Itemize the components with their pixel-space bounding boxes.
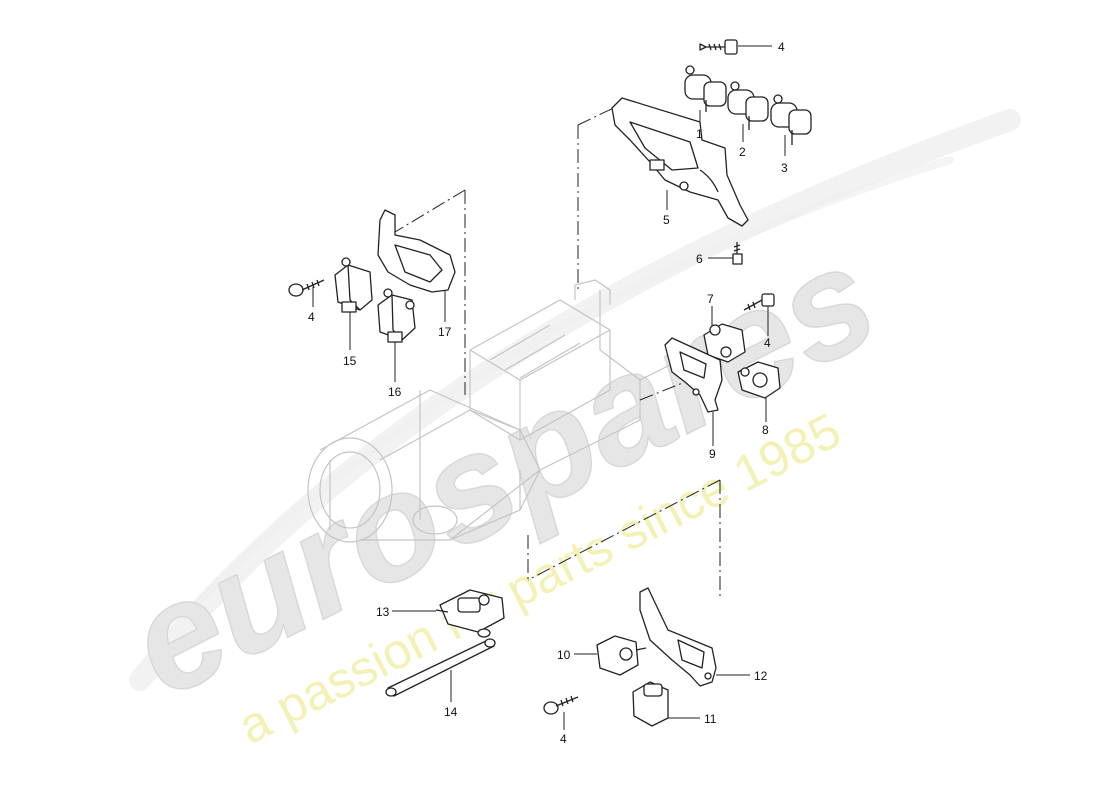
- leader-lines: [312, 45, 786, 730]
- actuator-13: [435, 589, 505, 638]
- callout-8: 8: [762, 423, 769, 437]
- screw-top: [699, 39, 738, 55]
- callout-13: 13: [376, 605, 390, 619]
- parts: [288, 39, 812, 727]
- callout-4-right: 4: [764, 336, 771, 350]
- callout-3: 3: [781, 161, 788, 175]
- callout-17: 17: [438, 325, 452, 339]
- callout-1: 1: [696, 127, 703, 141]
- heater-housing-outline: [307, 279, 701, 543]
- actuator-2: [727, 81, 769, 130]
- bracket-12: [639, 587, 717, 687]
- callout-9: 9: [709, 447, 716, 461]
- screw-6: [732, 242, 743, 265]
- callout-11: 11: [704, 712, 717, 726]
- callout-2: 2: [739, 145, 746, 159]
- actuator-11: [632, 681, 669, 727]
- callout-4-bottom: 4: [560, 732, 567, 746]
- actuator-8: [737, 361, 781, 399]
- rod-14: [385, 638, 496, 697]
- callout-4-left: 4: [308, 310, 315, 324]
- actuator-10: [596, 635, 647, 676]
- callouts: 4 1 2 3 5 6 4 15 16 17 7 4 8 9 13 14 10 …: [308, 40, 788, 746]
- assembly-lines: [389, 99, 721, 600]
- bracket-5: [611, 97, 749, 227]
- callout-6: 6: [696, 252, 703, 266]
- callout-16: 16: [388, 385, 402, 399]
- actuator-16: [377, 288, 416, 343]
- callout-15: 15: [343, 354, 357, 368]
- actuator-1: [684, 65, 727, 112]
- actuator-15: [334, 257, 373, 313]
- screw-bottom: [543, 695, 579, 715]
- callout-12: 12: [754, 669, 768, 683]
- screw-left: [288, 279, 325, 297]
- bracket-17: [377, 209, 456, 293]
- callout-10: 10: [557, 648, 571, 662]
- callout-4-top: 4: [778, 40, 785, 54]
- callout-14: 14: [444, 705, 458, 719]
- actuator-3: [770, 94, 812, 145]
- bracket-9: [664, 337, 723, 413]
- callout-7: 7: [707, 292, 714, 306]
- callout-5: 5: [663, 213, 670, 227]
